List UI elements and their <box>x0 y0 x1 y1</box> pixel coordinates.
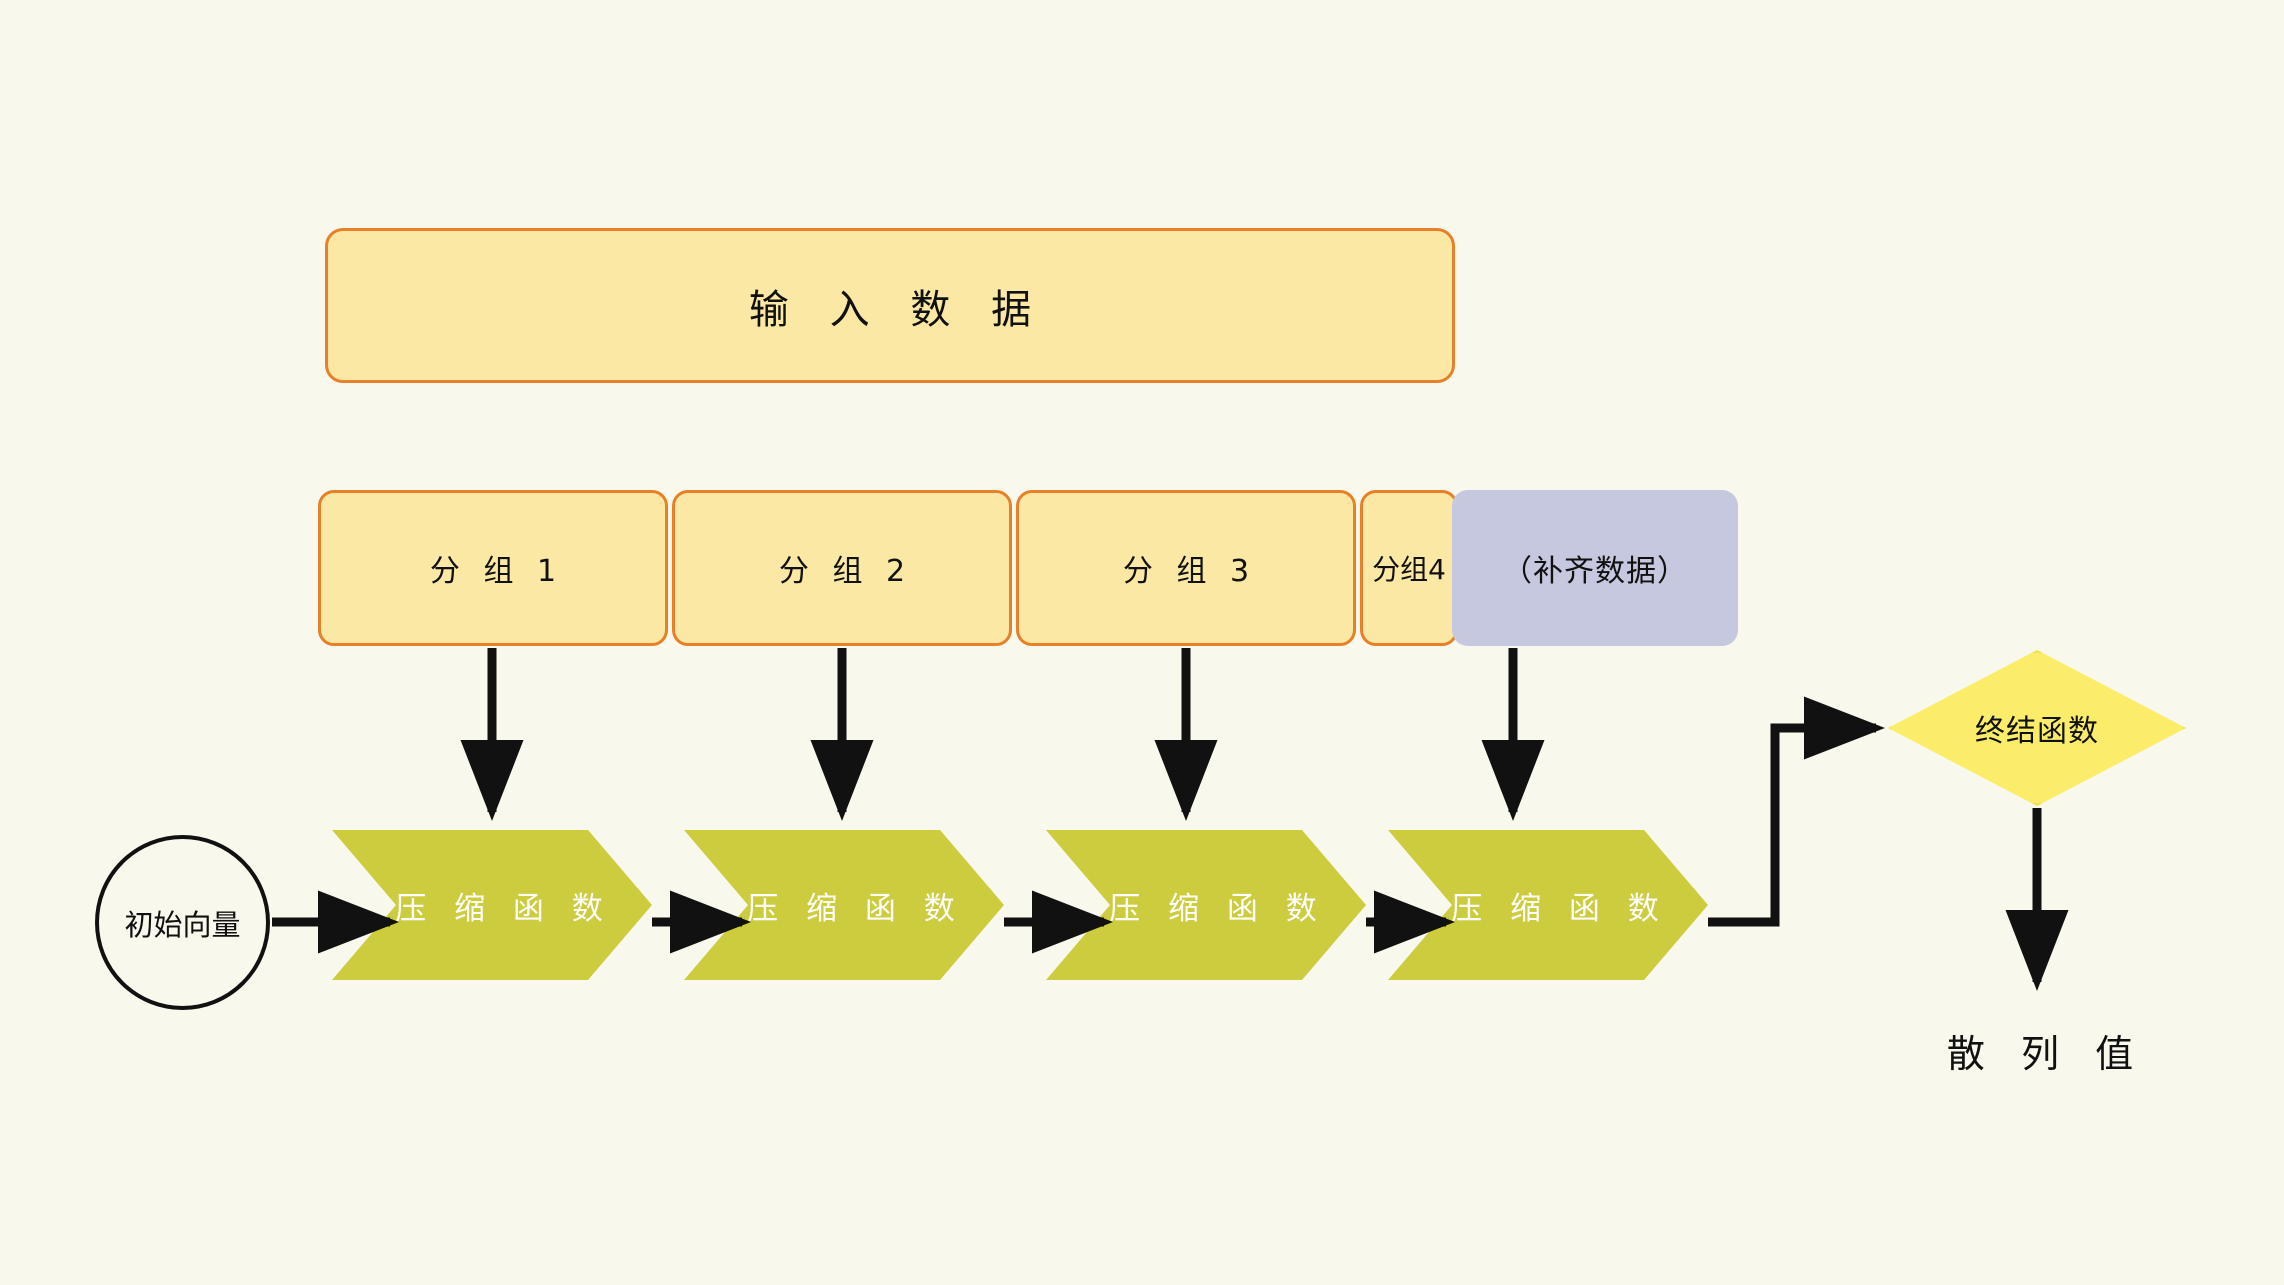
group-label-2: 分 组 2 <box>778 554 913 589</box>
finalization-function-diamond: 终结函数 <box>1888 650 2186 806</box>
group-box-3: 分 组 3 <box>1016 490 1356 646</box>
hash-value-label: 散 列 值 <box>1946 1031 2146 1076</box>
hash-value-text: 散 列 值 <box>1920 1020 2160 1080</box>
compression-function-3: 压 缩 函 数 <box>1046 830 1366 980</box>
input-data-label: 输 入 数 据 <box>748 286 1046 333</box>
group-box-4: 分组4 <box>1360 490 1458 646</box>
compression-label-1: 压 缩 函 数 <box>395 890 612 927</box>
input-data-box: 输 入 数 据 <box>325 228 1455 383</box>
compression-function-2: 压 缩 函 数 <box>684 830 1004 980</box>
compression-label-3: 压 缩 函 数 <box>1109 890 1326 927</box>
initial-vector-label: 初始向量 <box>124 907 241 942</box>
compression-function-4: 压 缩 函 数 <box>1388 830 1708 980</box>
arrow-compression4-to-finalization <box>1708 696 1885 927</box>
padding-data-box: （补齐数据） <box>1452 490 1738 646</box>
compression-label-4: 压 缩 函 数 <box>1451 890 1668 927</box>
padding-data-label: （补齐数据） <box>1502 554 1688 589</box>
initial-vector-circle: 初始向量 <box>95 835 270 1010</box>
group-label-4: 分组4 <box>1372 553 1446 586</box>
group-box-1: 分 组 1 <box>318 490 668 646</box>
compression-function-1: 压 缩 函 数 <box>332 830 652 980</box>
finalization-label: 终结函数 <box>1975 714 2099 749</box>
group-box-2: 分 组 2 <box>672 490 1012 646</box>
group-label-3: 分 组 3 <box>1122 554 1257 589</box>
group-label-1: 分 组 1 <box>429 554 564 589</box>
compression-label-2: 压 缩 函 数 <box>747 890 964 927</box>
